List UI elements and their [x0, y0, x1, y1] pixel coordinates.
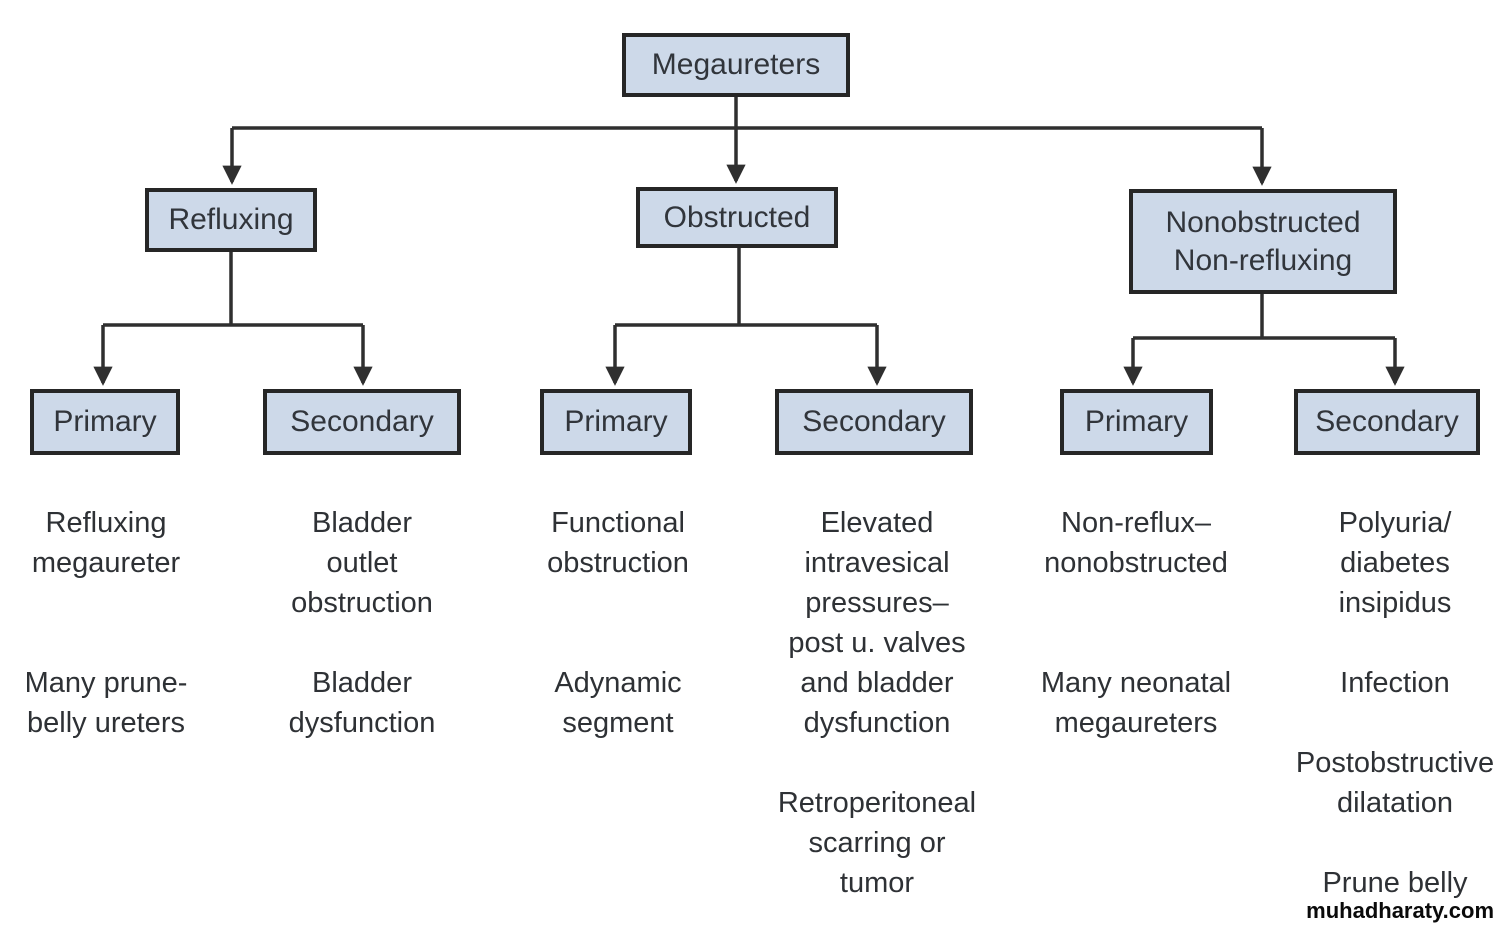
- note-prune-belly: Prune belly: [1322, 867, 1468, 899]
- note-postobstructive-dilatation: Postobstructive dilatation: [1295, 747, 1495, 819]
- note-adynamic-segment: Adynamic segment: [554, 667, 682, 739]
- node-nonobstructed-primary: Primary: [1060, 389, 1213, 455]
- note-infection: Infection: [1340, 667, 1450, 699]
- note-non-reflux-nonobstructed: Non-reflux– nonobstructed: [1044, 507, 1228, 579]
- note-retroperitoneal-scarring-or-tumor: Retroperitoneal scarring or tumor: [777, 787, 977, 899]
- note-polyuria-diabetes-insipidus: Polyuria/ diabetes insipidus: [1338, 507, 1452, 619]
- node-refluxing-secondary: Secondary: [263, 389, 461, 455]
- node-refluxing: Refluxing: [145, 188, 317, 252]
- watermark-text: muhadharaty.com: [1306, 898, 1494, 923]
- note-bladder-dysfunction: Bladder dysfunction: [288, 667, 436, 739]
- node-megaureters: Megaureters: [622, 33, 850, 97]
- note-many-prune-belly-ureters: Many prune- belly ureters: [24, 667, 188, 739]
- note-functional-obstruction: Functional obstruction: [547, 507, 689, 579]
- node-obstructed: Obstructed: [636, 187, 838, 248]
- node-obstructed-secondary: Secondary: [775, 389, 973, 455]
- node-nonobstructed-secondary: Secondary: [1294, 389, 1480, 455]
- note-bladder-outlet-obstruction: Bladder outlet obstruction: [291, 507, 433, 619]
- note-refluxing-megaureter: Refluxing megaureter: [31, 507, 181, 579]
- node-obstructed-primary: Primary: [540, 389, 692, 455]
- note-many-neonatal-megaureters: Many neonatal megaureters: [1040, 667, 1232, 739]
- node-nonobstructed-non-refluxing: Nonobstructed Non-refluxing: [1129, 189, 1397, 294]
- note-elevated-intravesical-pressures: Elevated intravesical pressures– post u.…: [788, 507, 966, 739]
- node-refluxing-primary: Primary: [30, 389, 180, 455]
